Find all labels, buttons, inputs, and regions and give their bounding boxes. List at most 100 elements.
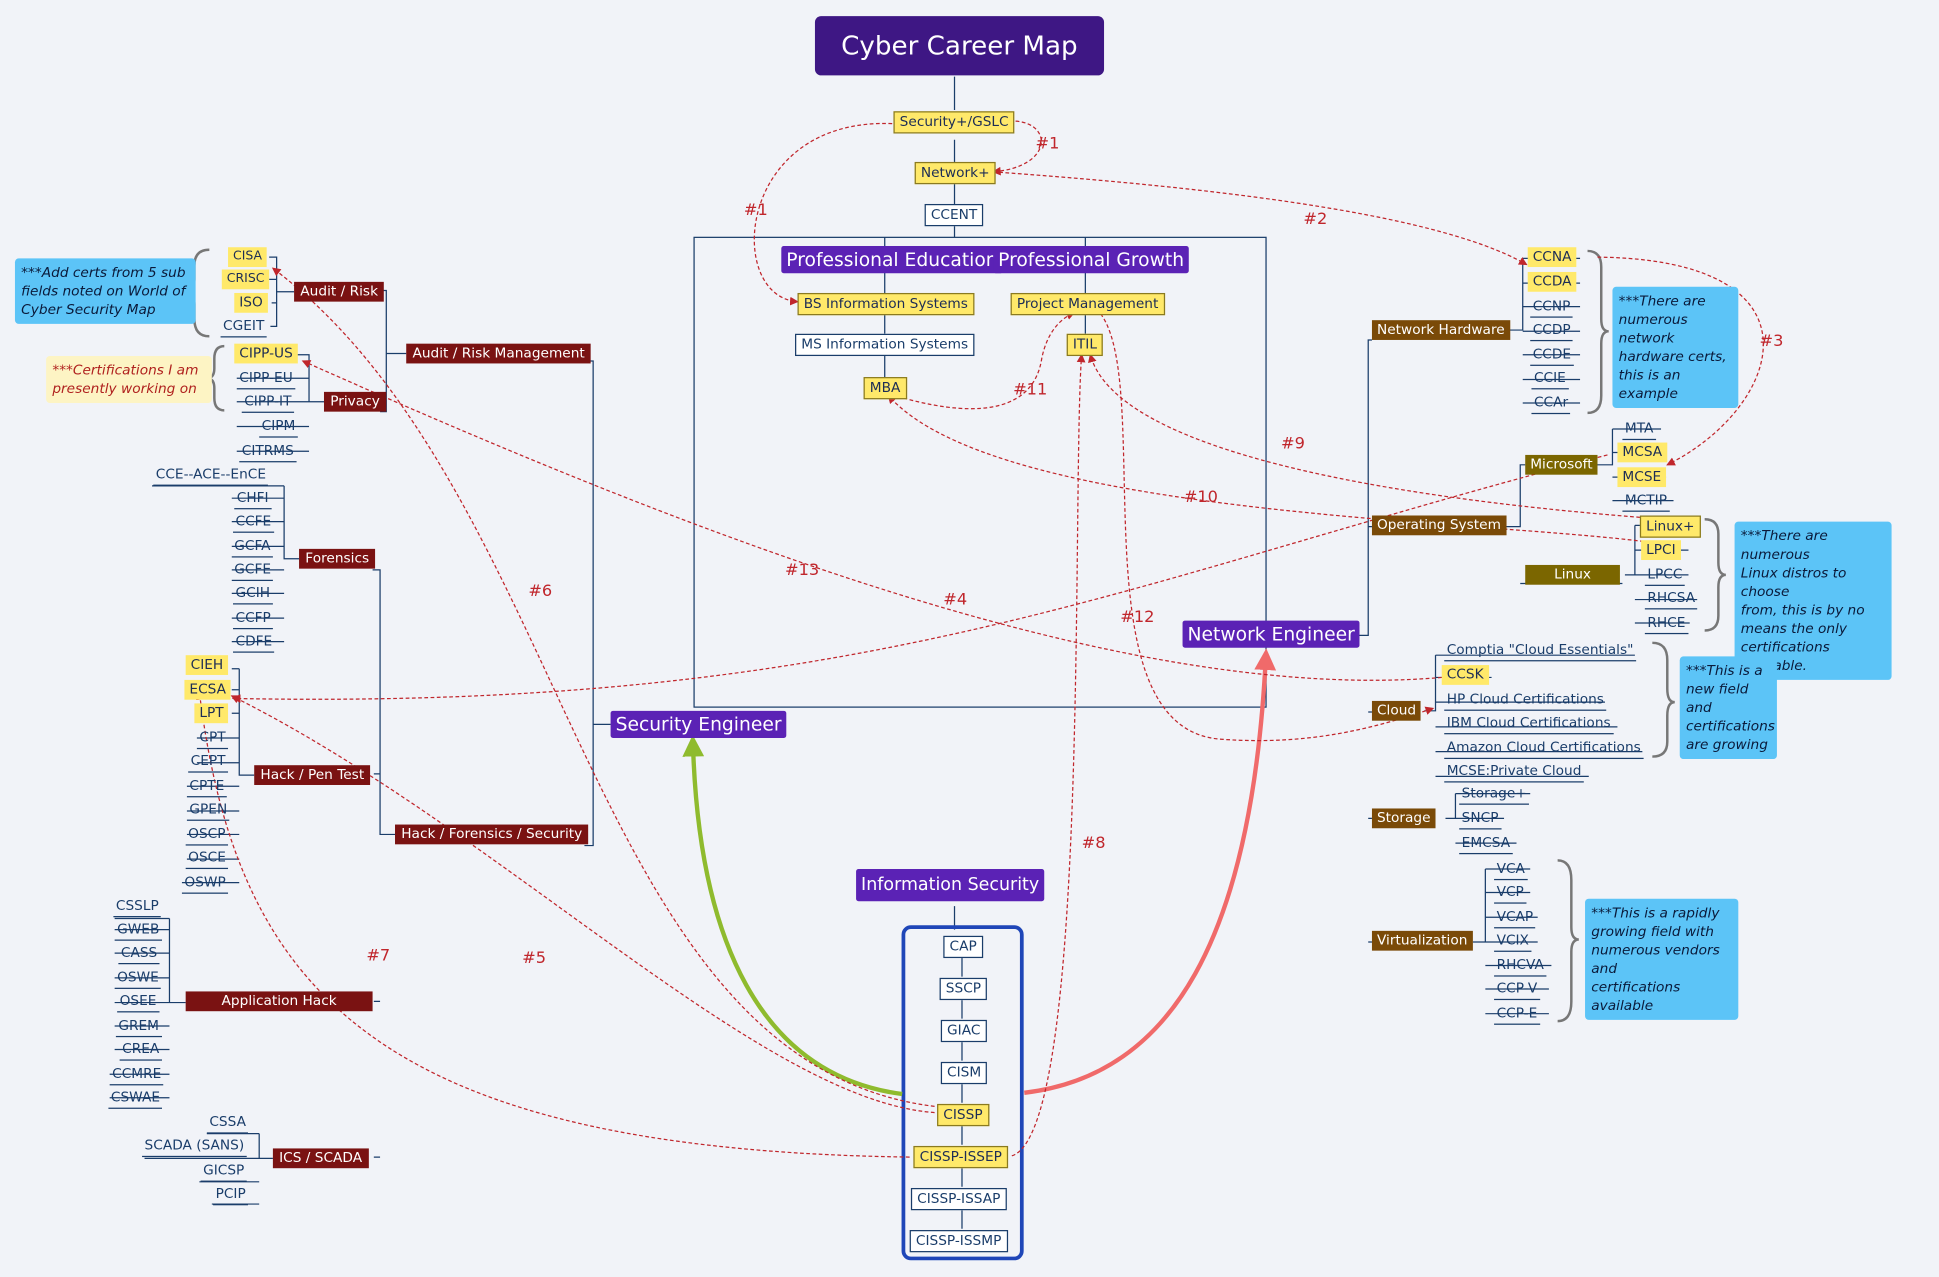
cert-sscp[interactable]: SSCP <box>939 977 988 1001</box>
cert-lpcc[interactable]: LPCC <box>1644 565 1685 586</box>
cert-linux-plus[interactable]: Linux+ <box>1639 515 1701 538</box>
cert-amazon-cloud[interactable]: Amazon Cloud Certifications <box>1444 738 1644 760</box>
information-security-topic[interactable]: Information Security <box>856 869 1045 902</box>
network-engineer-topic[interactable]: Network Engineer <box>1182 620 1360 648</box>
cert-ccp-v[interactable]: CCP-V <box>1494 979 1540 1001</box>
microsoft-topic[interactable]: Microsoft <box>1525 454 1598 475</box>
cert-cssa[interactable]: CSSA <box>206 1113 249 1134</box>
application-hack-topic[interactable]: Application Hack <box>185 991 373 1012</box>
cert-ccie[interactable]: CCIE <box>1531 368 1569 390</box>
cert-cept[interactable]: CEPT <box>188 752 229 773</box>
hack-pen-test-topic[interactable]: Hack / Pen Test <box>254 765 371 785</box>
privacy-topic[interactable]: Privacy <box>323 391 387 412</box>
cert-cswae[interactable]: CSWAE <box>108 1088 163 1109</box>
cert-cdfe[interactable]: CDFE <box>233 632 275 653</box>
cert-iso[interactable]: ISO <box>234 292 268 313</box>
cert-osee[interactable]: OSEE <box>117 991 159 1013</box>
mba[interactable]: MBA <box>863 377 907 400</box>
cert-rhcsa[interactable]: RHCSA <box>1644 588 1698 610</box>
cert-comptia-cloud-essentials[interactable]: Comptia "Cloud Essentials" <box>1444 640 1636 662</box>
cert-cipm[interactable]: CIPM <box>259 417 298 438</box>
cert-vcap[interactable]: VCAP <box>1494 907 1536 929</box>
cert-rhcva[interactable]: RHCVA <box>1494 956 1547 977</box>
cert-cipp-it[interactable]: CIPP-IT <box>241 392 294 413</box>
cert-cissp-issep[interactable]: CISSP-ISSEP <box>913 1145 1009 1169</box>
cert-gpen[interactable]: GPEN <box>186 800 230 821</box>
cert-emcsa[interactable]: EMCSA <box>1459 833 1513 855</box>
cert-grem[interactable]: GREM <box>115 1016 162 1038</box>
cert-ibm-cloud[interactable]: IBM Cloud Certifications <box>1444 713 1614 735</box>
cert-crisc[interactable]: CRISC <box>221 269 270 290</box>
cert-mta[interactable]: MTA <box>1622 419 1656 441</box>
forensics-topic[interactable]: Forensics <box>299 548 376 569</box>
cert-security-plus[interactable]: Security+/GSLC <box>893 111 1015 134</box>
cert-rhce[interactable]: RHCE <box>1644 613 1688 635</box>
cert-oscp[interactable]: OSCP <box>185 825 228 846</box>
virtualization-topic[interactable]: Virtualization <box>1371 930 1473 951</box>
professional-education-topic[interactable]: Professional Education <box>781 246 1003 274</box>
cert-crea[interactable]: CREA <box>119 1040 162 1061</box>
security-engineer-topic[interactable]: Security Engineer <box>610 710 787 739</box>
cert-csslp[interactable]: CSSLP <box>113 896 162 918</box>
cert-cisa[interactable]: CISA <box>228 247 268 268</box>
cert-cism[interactable]: CISM <box>940 1061 988 1085</box>
cert-mcse[interactable]: MCSE <box>1617 467 1667 488</box>
cert-gweb[interactable]: GWEB <box>114 920 162 941</box>
cert-gicsp[interactable]: GICSP <box>200 1161 247 1182</box>
cert-storage-plus[interactable]: Storage+ <box>1459 784 1530 805</box>
cert-cissp-issap[interactable]: CISSP-ISSAP <box>910 1187 1007 1211</box>
cert-cipp-eu[interactable]: CIPP-EU <box>236 368 296 390</box>
ms-information-systems[interactable]: MS Information Systems <box>795 333 975 357</box>
cert-gcih[interactable]: GCIH <box>233 583 273 605</box>
cert-ccp-e[interactable]: CCP-E <box>1494 1004 1540 1025</box>
cert-ccde[interactable]: CCDE <box>1530 345 1574 366</box>
cert-cce-ace-ence[interactable]: CCE--ACE--EnCE <box>153 465 269 486</box>
hack-forensics-security-topic[interactable]: Hack / Forensics / Security <box>395 824 589 845</box>
cert-ccfp[interactable]: CCFP <box>233 608 274 630</box>
cert-mcsa[interactable]: MCSA <box>1617 442 1668 463</box>
cert-scada-sans[interactable]: SCADA (SANS) <box>142 1136 247 1158</box>
cert-cissp[interactable]: CISSP <box>937 1103 989 1127</box>
cert-cissp-issmp[interactable]: CISSP-ISSMP <box>909 1230 1008 1253</box>
cloud-topic[interactable]: Cloud <box>1371 700 1422 721</box>
cert-mcse-private-cloud[interactable]: MCSE:Private Cloud <box>1444 761 1584 783</box>
cert-gcfe[interactable]: GCFE <box>231 560 274 582</box>
cert-ccnp[interactable]: CCNP <box>1530 297 1573 318</box>
ics-scada-topic[interactable]: ICS / SCADA <box>272 1148 369 1169</box>
cert-hp-cloud[interactable]: HP Cloud Certifications <box>1444 690 1607 711</box>
linux-topic[interactable]: Linux <box>1525 564 1620 585</box>
cert-vcp[interactable]: VCP <box>1494 883 1527 904</box>
cert-cpt[interactable]: CPT <box>196 728 229 750</box>
cert-citrms[interactable]: CITRMS <box>239 441 297 463</box>
cert-ccar[interactable]: CCAr <box>1531 393 1571 415</box>
cert-ccsk[interactable]: CCSK <box>1441 665 1489 685</box>
cert-pcip[interactable]: PCIP <box>213 1184 249 1206</box>
cert-ccent[interactable]: CCENT <box>924 203 984 227</box>
cert-ccda[interactable]: CCDA <box>1527 271 1577 292</box>
storage-topic[interactable]: Storage <box>1371 808 1436 829</box>
audit-risk-management-topic[interactable]: Audit / Risk Management <box>406 343 592 364</box>
professional-growth-topic[interactable]: Professional Growth <box>993 246 1190 274</box>
cert-ccna[interactable]: CCNA <box>1527 247 1577 268</box>
cert-gcfa[interactable]: GCFA <box>231 537 273 558</box>
bs-information-systems[interactable]: BS Information Systems <box>797 292 975 316</box>
cert-network-plus[interactable]: Network+ <box>914 161 996 185</box>
project-management[interactable]: Project Management <box>1010 292 1165 316</box>
cert-cass[interactable]: CASS <box>118 943 160 965</box>
cert-ecsa[interactable]: ECSA <box>184 679 231 700</box>
cert-vca[interactable]: VCA <box>1494 859 1528 881</box>
cert-ccfe[interactable]: CCFE <box>233 512 274 533</box>
cert-cpte[interactable]: CPTE <box>186 776 227 798</box>
audit-risk-topic[interactable]: Audit / Risk <box>294 281 385 302</box>
cert-osce[interactable]: OSCE <box>185 848 229 870</box>
itil[interactable]: ITIL <box>1066 333 1104 357</box>
cert-lpci[interactable]: LPCI <box>1641 540 1681 560</box>
cert-cgeit[interactable]: CGEIT <box>220 316 267 338</box>
cert-cieh[interactable]: CIEH <box>185 655 229 675</box>
cert-vcix[interactable]: VCIX <box>1494 931 1532 952</box>
cert-giac[interactable]: GIAC <box>940 1019 987 1043</box>
cert-ccmre[interactable]: CCMRE <box>109 1064 164 1086</box>
cert-mctip[interactable]: MCTIP <box>1622 491 1670 512</box>
cert-chfi[interactable]: CHFI <box>234 488 272 510</box>
cert-cap[interactable]: CAP <box>943 935 983 959</box>
